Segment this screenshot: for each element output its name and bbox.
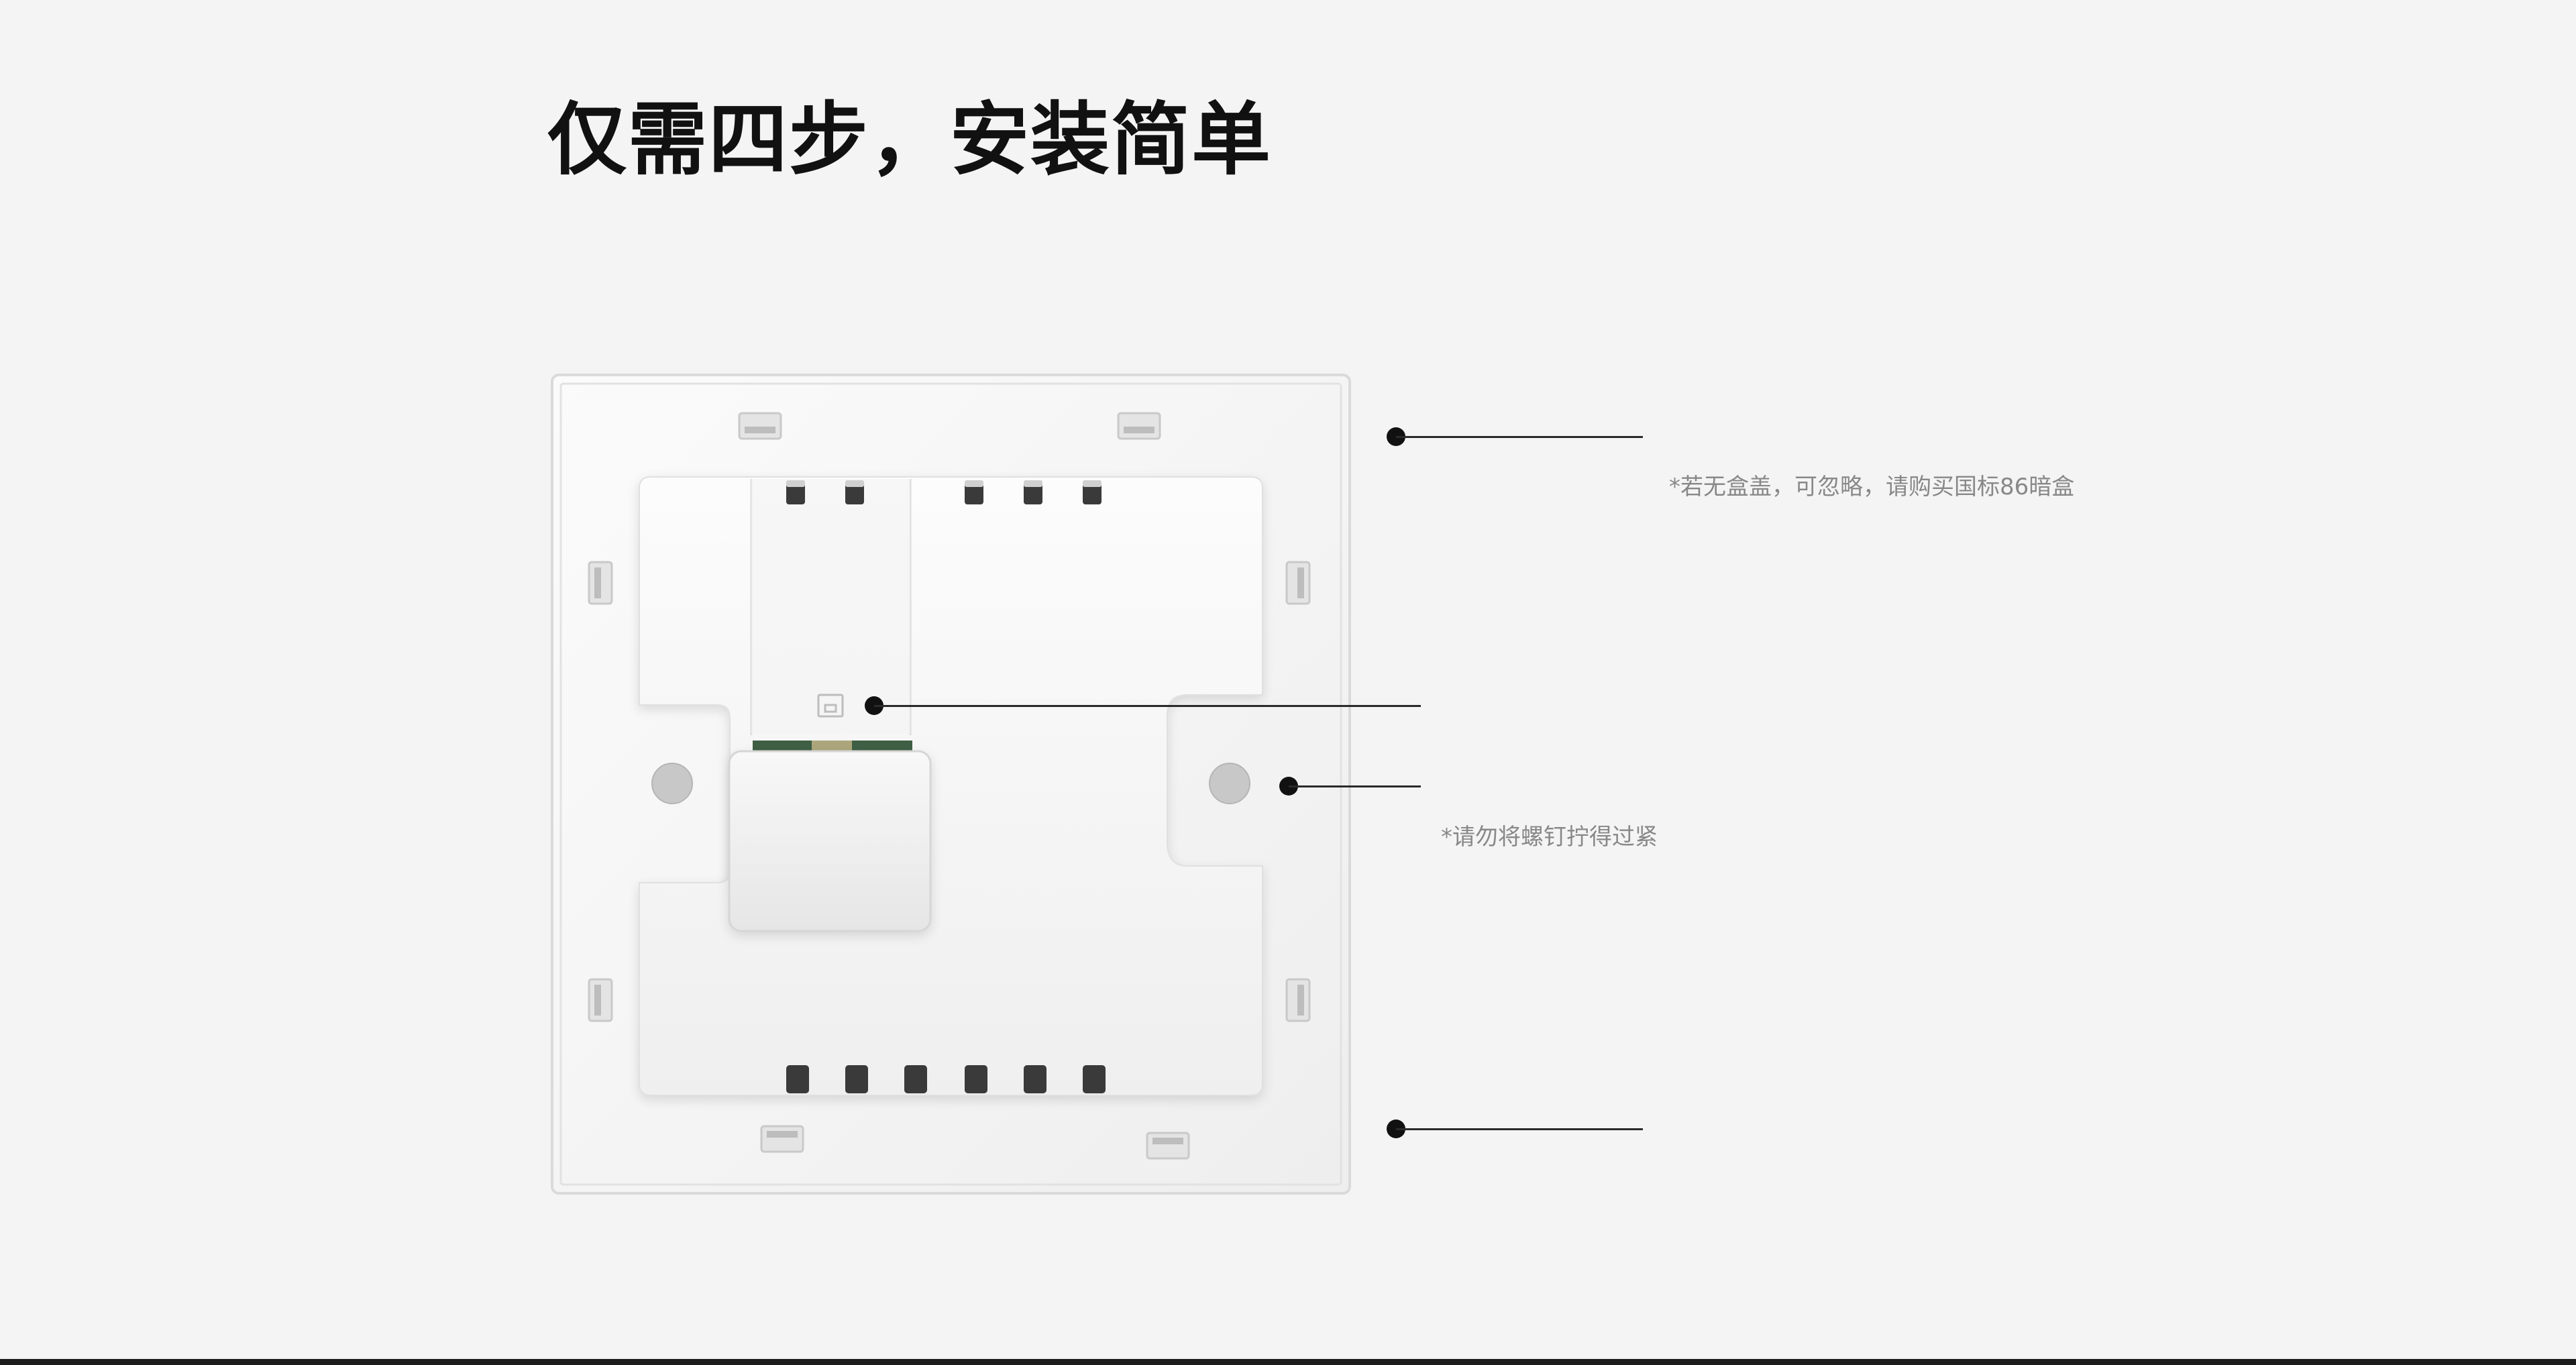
box-note: *若无盒盖，可忽略，请购买国标86暗盒 xyxy=(1669,474,2075,500)
bottom-rule xyxy=(0,1359,2576,1365)
top-clips xyxy=(738,412,1161,440)
bottom-clips xyxy=(760,1125,1190,1160)
page-title: 仅需四步，安装简单 xyxy=(547,93,1273,186)
screw-note: *请勿将螺钉拧得过紧 xyxy=(1441,824,1658,851)
bottom-vents xyxy=(786,1065,1106,1093)
side-clips xyxy=(588,561,1311,1022)
ethernet-port-glyph xyxy=(817,694,844,718)
callout-line-port xyxy=(874,705,1421,707)
screw-hole-right xyxy=(1210,763,1250,804)
screw-hole-left xyxy=(652,763,692,804)
wall-panel-back-image xyxy=(551,374,1351,1195)
callout-line-top xyxy=(1396,436,1643,438)
rj45-connector-block xyxy=(728,750,932,932)
callout-line-screw xyxy=(1289,785,1421,787)
callout-line-bottom xyxy=(1396,1128,1643,1130)
